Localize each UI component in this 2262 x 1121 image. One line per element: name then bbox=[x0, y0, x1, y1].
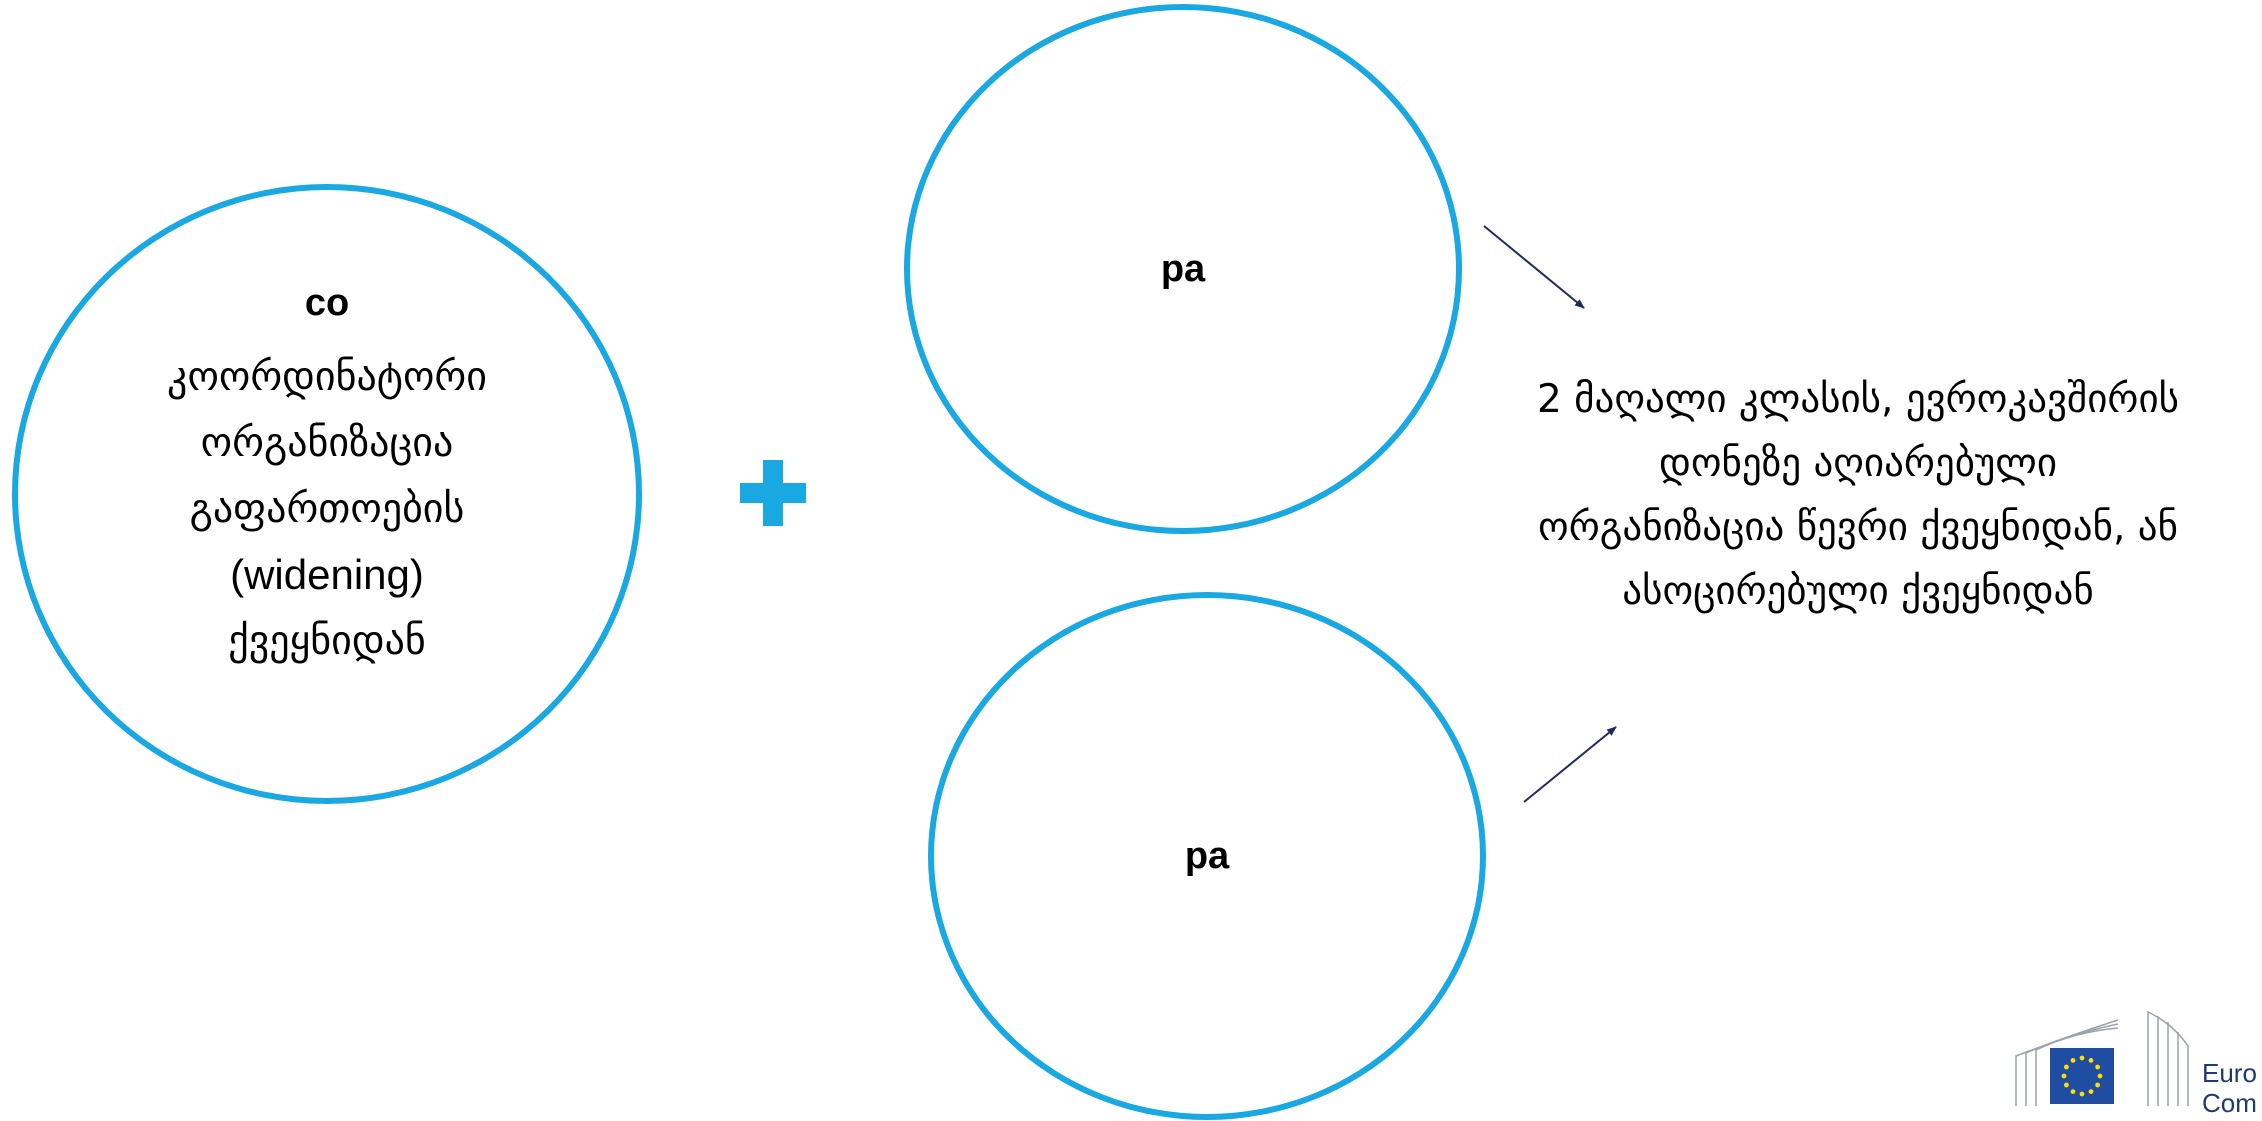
ec-logo-text: Euro Com bbox=[2202, 1058, 2257, 1118]
coordinator-line-5: ქვეყნიდან bbox=[228, 618, 426, 664]
coordinator-line-4: (widening) bbox=[230, 551, 424, 598]
partner-top-abbr: pa bbox=[1160, 248, 1206, 290]
result-line-1: 2 მაღალი კლასის, ევროკავშირის bbox=[1536, 377, 2180, 422]
arrow-top-to-result bbox=[1483, 225, 1585, 309]
coordinator-line-3: გაფართოების bbox=[189, 486, 465, 532]
plus-icon bbox=[740, 460, 806, 526]
result-line-3: ორგანიზაცია წევრი ქვეყნიდან, ან bbox=[1538, 505, 2178, 550]
coordinator-line-1: კოორდინატორი bbox=[167, 354, 487, 400]
partner-bottom-abbr: pa bbox=[1184, 835, 1230, 877]
partner-circle-bottom: pa bbox=[928, 592, 1486, 1120]
coordinator-line-2: ორგანიზაცია bbox=[200, 420, 454, 466]
coordinator-abbr: co bbox=[304, 282, 350, 324]
eu-flag-icon bbox=[2050, 1048, 2114, 1104]
european-commission-logo: Euro Com bbox=[2008, 1006, 2262, 1121]
eu-stars-icon bbox=[2061, 1055, 2103, 1097]
arrow-bottom-to-result bbox=[1523, 726, 1617, 803]
result-line-2: დონეზე აღიარებული bbox=[1658, 441, 2058, 486]
result-description: 2 მაღალი კლასის, ევროკავშირის დონეზე აღი… bbox=[1448, 368, 2262, 624]
ec-logo-text-line-1: Euro bbox=[2202, 1058, 2257, 1088]
ec-building-icon bbox=[2015, 1010, 2189, 1106]
coordinator-circle: co კოორდინატორი ორგანიზაცია გაფართოების … bbox=[12, 184, 642, 804]
partner-circle-top: pa bbox=[904, 4, 1462, 534]
plus-bar-vertical bbox=[763, 460, 783, 526]
result-line-4: ასოცირებული ქვეყნიდან bbox=[1622, 569, 2094, 614]
ec-logo-text-line-2: Com bbox=[2202, 1088, 2257, 1118]
